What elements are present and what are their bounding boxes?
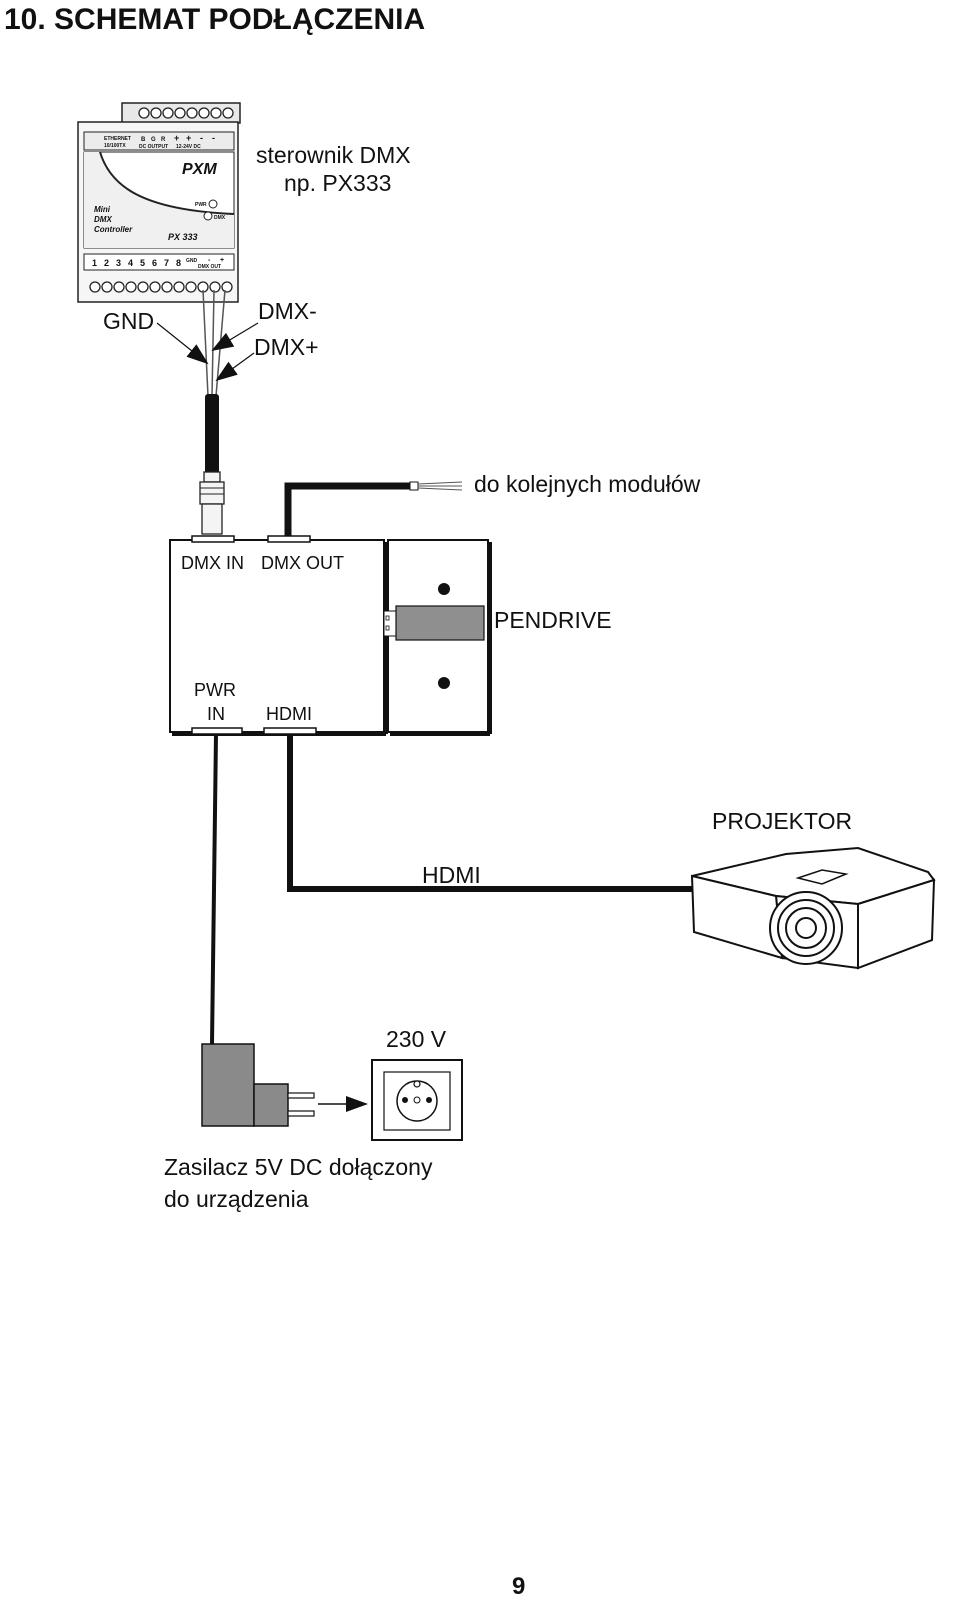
power-cable xyxy=(210,733,218,1045)
dmx-leads xyxy=(202,289,226,397)
top-label-g: G xyxy=(151,137,156,143)
svg-text:8: 8 xyxy=(176,258,181,268)
page-title: 10. SCHEMAT PODŁĄCZENIA xyxy=(4,3,425,36)
pendrive-icon xyxy=(383,605,485,641)
top-label-dc-output: DC OUTPUT xyxy=(139,144,168,150)
port-label-hdmi: HDMI xyxy=(266,704,312,724)
dmx-controller: ETHERNET 10/100TX B G R DC OUTPUT + + - … xyxy=(77,102,241,303)
adapter-caption-line2: do urządzenia xyxy=(164,1186,309,1212)
top-label-ethernet: ETHERNET xyxy=(104,136,131,142)
front-text-line2: DMX xyxy=(94,215,112,224)
wall-socket-icon xyxy=(371,1059,463,1141)
led-pwr-label: PWR xyxy=(195,202,207,208)
svg-text:7: 7 xyxy=(164,258,169,268)
page-number: 9 xyxy=(512,1573,525,1600)
bottom-label-plus: + xyxy=(220,257,224,264)
port-label-dmx-out: DMX OUT xyxy=(261,553,344,573)
svg-text:2: 2 xyxy=(104,258,109,268)
svg-text:5: 5 xyxy=(140,258,145,268)
pendrive-label: PENDRIVE xyxy=(494,607,612,633)
top-label-plus-1: + xyxy=(174,133,179,143)
front-text-line1: Mini xyxy=(94,205,111,214)
bottom-label-minus: - xyxy=(208,257,211,264)
front-text-line3: Controller xyxy=(94,225,133,234)
top-label-plus-2: + xyxy=(186,133,191,143)
model-label: PX 333 xyxy=(168,232,198,242)
hdmi-port xyxy=(263,727,317,735)
controller-caption-line1: sterownik DMX xyxy=(256,142,411,168)
led-dmx-icon xyxy=(203,211,213,221)
brand-logo: PXM xyxy=(182,161,217,178)
bottom-label-gnd: GND xyxy=(186,258,198,264)
top-label-ethernet-speed: 10/100TX xyxy=(104,143,126,149)
socket-voltage-label: 230 V xyxy=(386,1026,447,1052)
port-label-pwr-in: IN xyxy=(207,704,225,724)
top-label-r: R xyxy=(161,137,166,143)
top-label-minus-1: - xyxy=(200,133,203,143)
top-label-minus-2: - xyxy=(212,133,215,143)
dmx-out-leads xyxy=(417,481,463,491)
port-label-pwr: PWR xyxy=(194,680,236,700)
next-modules-label: do kolejnych modułów xyxy=(474,471,701,497)
mount-hole-icon xyxy=(438,583,450,595)
dmx-in-port xyxy=(191,535,235,543)
controller-caption-line2: np. PX333 xyxy=(284,170,391,196)
port-label-dmx-in: DMX IN xyxy=(181,553,244,573)
dmx-plus-arrow xyxy=(215,352,255,382)
svg-text:4: 4 xyxy=(128,258,133,268)
top-screw-terminals xyxy=(138,107,234,119)
projector-icon xyxy=(690,846,936,970)
led-dmx-label: DMX xyxy=(214,215,226,221)
dmx-minus-arrow xyxy=(211,322,259,352)
mount-hole-icon xyxy=(438,677,450,689)
led-pwr-icon xyxy=(208,199,218,209)
wire-label-dmx-plus: DMX+ xyxy=(254,334,319,360)
gnd-arrow xyxy=(156,322,209,365)
hdmi-cable xyxy=(287,734,696,892)
dmx-out-cable xyxy=(284,482,414,540)
top-label-b: B xyxy=(141,137,146,143)
wire-label-dmx-minus: DMX- xyxy=(258,298,317,324)
media-player-device xyxy=(169,535,492,736)
xlr-connector-icon xyxy=(199,471,225,535)
dmx-cable xyxy=(205,394,219,474)
pwr-in-port xyxy=(191,727,243,735)
bottom-label-dmx-out: DMX OUT xyxy=(198,264,221,270)
wire-label-gnd: GND xyxy=(103,308,154,334)
dmx-out-port xyxy=(267,535,311,543)
bottom-terminal-numbers: 1 2 3 4 5 6 7 8 xyxy=(92,258,181,268)
power-adapter-icon xyxy=(201,1043,315,1127)
hdmi-cable-label: HDMI xyxy=(422,862,481,888)
top-label-supply: 12-24V DC xyxy=(176,144,201,150)
svg-text:6: 6 xyxy=(152,258,157,268)
svg-text:3: 3 xyxy=(116,258,121,268)
adapter-caption-line1: Zasilacz 5V DC dołączony xyxy=(164,1154,433,1180)
projector-label: PROJEKTOR xyxy=(712,808,852,834)
svg-text:1: 1 xyxy=(92,258,97,268)
